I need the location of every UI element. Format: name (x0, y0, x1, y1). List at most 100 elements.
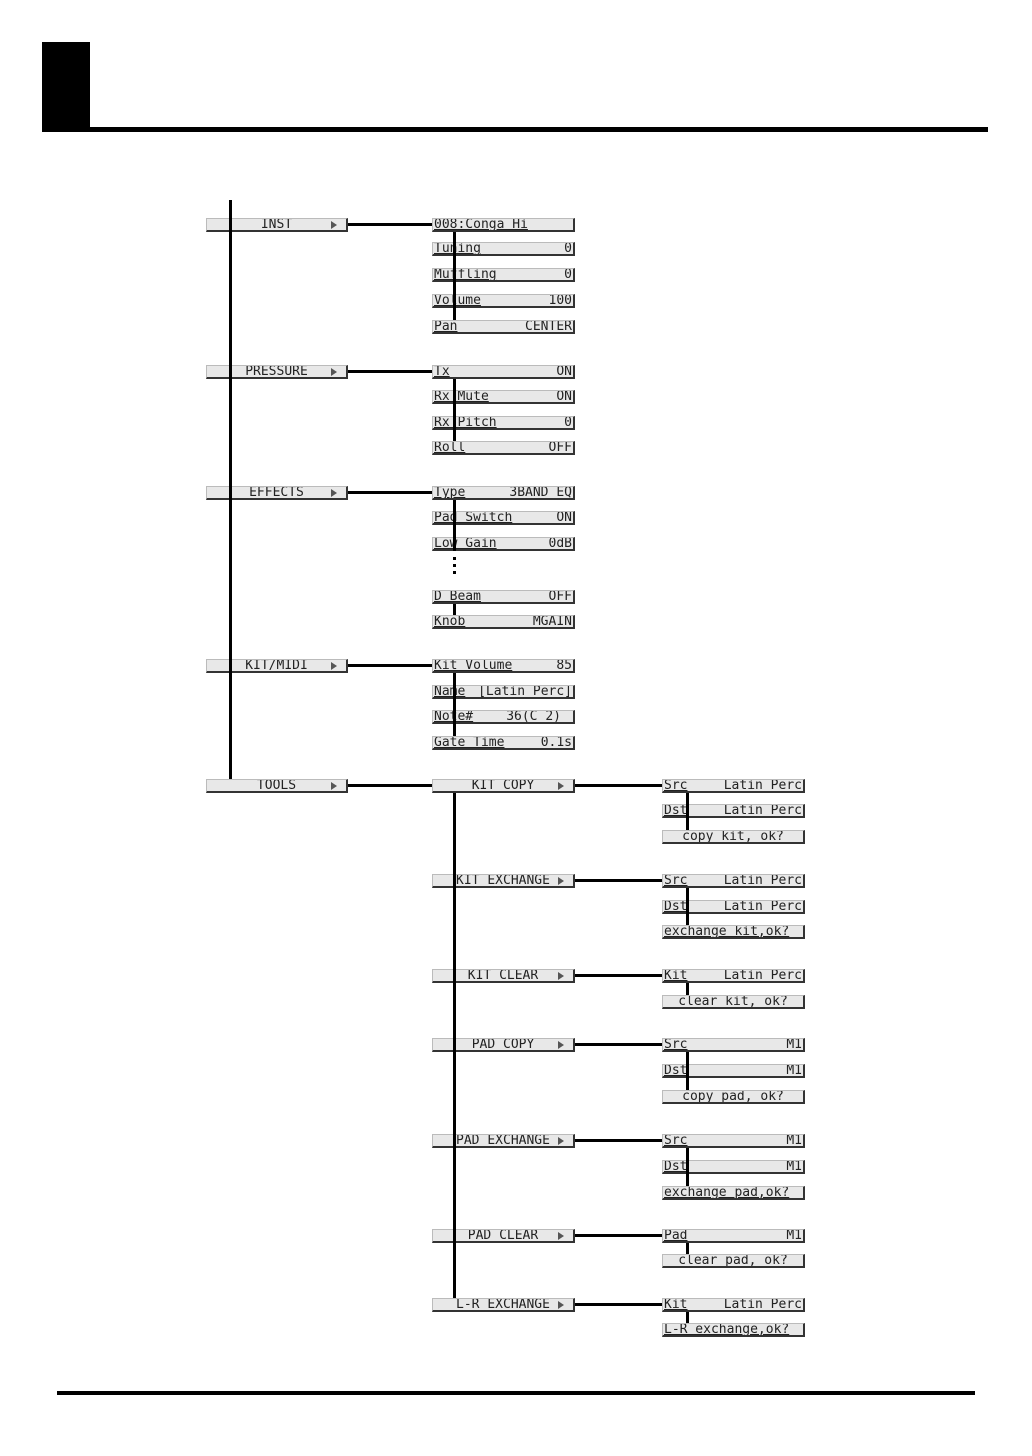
param-item[interactable]: Gate Time 0.1s (432, 736, 575, 750)
param-value: Latin Perc (723, 900, 802, 914)
tool-label: PAD CLEAR (467, 1229, 539, 1243)
menu-effects[interactable]: EFFECTS (206, 486, 348, 500)
tool-param-item[interactable]: Src Latin Perc (662, 779, 805, 793)
connector-line (453, 500, 456, 551)
param-item[interactable]: Roll OFF (432, 441, 575, 455)
param-item[interactable]: Pan CENTER (432, 320, 575, 334)
confirm-prompt[interactable]: clear pad, ok? (662, 1254, 805, 1268)
confirm-prompt[interactable]: copy kit, ok? (662, 830, 805, 844)
confirm-prompt[interactable]: L-R exchange,ok? (662, 1323, 805, 1337)
tool-kit-exchange[interactable]: KIT EXCHANGE (432, 874, 575, 888)
tool-param-item[interactable]: Kit Latin Perc (662, 969, 805, 983)
param-value: 0dB (548, 537, 572, 551)
param-item[interactable]: Pad Switch ON (432, 511, 575, 525)
connector-line (575, 784, 662, 787)
param-item[interactable]: 008:Conga Hi (432, 218, 575, 232)
tool-param-item[interactable]: Kit Latin Perc (662, 1298, 805, 1312)
tool-param-item[interactable]: Dst M1 (662, 1064, 805, 1078)
tool-param-item[interactable]: Src M1 (662, 1038, 805, 1052)
param-name: Dst (664, 1064, 688, 1078)
connector-line (453, 673, 456, 736)
param-item[interactable]: Knob MGAIN (432, 615, 575, 629)
chapter-tab-block (42, 42, 90, 132)
param-value: M1 (786, 1064, 802, 1078)
param-name: Pad Switch (434, 511, 513, 525)
param-item[interactable]: Name [Latin Perc] (432, 685, 575, 699)
menu-tools[interactable]: TOOLS (206, 779, 348, 793)
param-value: 3BAND EQ (509, 486, 572, 500)
tool-pad-copy[interactable]: PAD COPY (432, 1038, 575, 1052)
confirm-prompt[interactable]: copy pad, ok? (662, 1090, 805, 1104)
tool-label: KIT EXCHANGE (456, 874, 550, 888)
param-item[interactable]: Type 3BAND EQ (432, 486, 575, 500)
param-name: Pan (434, 320, 458, 334)
connector-line (686, 1312, 689, 1323)
param-name: Pad (664, 1229, 688, 1243)
param-name: Kit (664, 1298, 688, 1312)
tool-pad-exchange[interactable]: PAD EXCHANGE (432, 1134, 575, 1148)
ellipsis-dot (453, 564, 456, 567)
tool-param-item[interactable]: Dst M1 (662, 1160, 805, 1174)
arrow-right-icon (558, 1041, 564, 1049)
arrow-right-icon (331, 662, 337, 670)
param-value: 100 (548, 294, 572, 308)
arrow-right-icon (558, 877, 564, 885)
param-item[interactable]: Volume 100 (432, 294, 575, 308)
param-value: CENTER (525, 320, 572, 334)
param-value: OFF (548, 441, 572, 455)
tool-kit-copy[interactable]: KIT COPY (432, 779, 575, 793)
param-name: Rx Pitch (434, 416, 497, 430)
param-name: Src (664, 779, 688, 793)
tool-param-item[interactable]: Pad M1 (662, 1229, 805, 1243)
tool-l-r-exchange[interactable]: L-R EXCHANGE (432, 1298, 575, 1312)
param-item[interactable]: Kit Volume 85 (432, 659, 575, 673)
param-value: 36(C 2) (506, 710, 561, 724)
param-value: M1 (786, 1134, 802, 1148)
tool-param-item[interactable]: Dst Latin Perc (662, 804, 805, 818)
menu-kit-midi[interactable]: KIT/MIDI (206, 659, 348, 673)
confirm-prompt[interactable]: exchange kit,ok? (662, 925, 805, 939)
tool-param-item[interactable]: Dst Latin Perc (662, 900, 805, 914)
menu-inst[interactable]: INST (206, 218, 348, 232)
menu-pressure[interactable]: PRESSURE (206, 365, 348, 379)
confirm-prompt[interactable]: exchange pad,ok? (662, 1186, 805, 1200)
param-value: 0 (564, 268, 572, 282)
param-value: Latin Perc (723, 804, 802, 818)
param-name: Roll (434, 441, 466, 455)
menu-label: EFFECTS (249, 486, 304, 500)
tool-param-item[interactable]: Src M1 (662, 1134, 805, 1148)
param-item[interactable]: Rx Mute ON (432, 390, 575, 404)
arrow-right-icon (558, 1137, 564, 1145)
connector-line (686, 888, 689, 925)
param-name: Src (664, 1134, 688, 1148)
connector-line (348, 223, 432, 226)
param-value: 85 (556, 659, 572, 673)
prompt-text: L-R exchange,ok? (664, 1323, 790, 1337)
param-name: Src (664, 874, 688, 888)
arrow-right-icon (331, 782, 337, 790)
menu-label: PRESSURE (245, 365, 308, 379)
param-value: MGAIN (532, 615, 572, 629)
prompt-text: exchange kit,ok? (664, 925, 790, 939)
param-value: M1 (786, 1038, 802, 1052)
param-item[interactable]: Low Gain 0dB (432, 537, 575, 551)
param-name: D Beam (434, 590, 481, 604)
param-value: OFF (548, 590, 572, 604)
tool-kit-clear[interactable]: KIT CLEAR (432, 969, 575, 983)
param-item[interactable]: Muffling 0 (432, 268, 575, 282)
tool-label: PAD COPY (471, 1038, 535, 1052)
param-item[interactable]: Tuning 0 (432, 242, 575, 256)
param-item[interactable]: Tx ON (432, 365, 575, 379)
param-name: Src (664, 1038, 688, 1052)
param-item[interactable]: D Beam OFF (432, 590, 575, 604)
param-name: Dst (664, 900, 688, 914)
param-name: Type (434, 486, 466, 500)
param-item[interactable]: Rx Pitch 0 (432, 416, 575, 430)
param-value: Latin Perc (723, 874, 802, 888)
tool-pad-clear[interactable]: PAD CLEAR (432, 1229, 575, 1243)
connector-line (686, 1148, 689, 1186)
tool-param-item[interactable]: Src Latin Perc (662, 874, 805, 888)
connector-line (686, 793, 689, 830)
connector-line (453, 379, 456, 441)
confirm-prompt[interactable]: clear kit, ok? (662, 995, 805, 1009)
